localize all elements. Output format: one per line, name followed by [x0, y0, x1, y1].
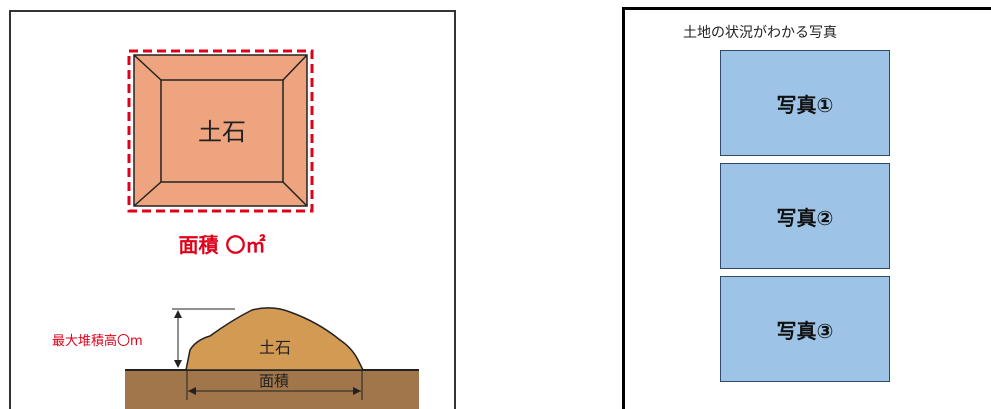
- photo-placeholder-3: 写真③: [720, 276, 890, 382]
- ground-width-label: 面積: [259, 372, 289, 390]
- photos-caption: 土地の状況がわかる写真: [683, 25, 837, 41]
- top-view-label: 土石: [198, 118, 246, 146]
- top-view-inner-rect: [160, 79, 284, 183]
- area-caption: 面積 〇㎡: [179, 233, 266, 257]
- soil-mound: [185, 307, 365, 371]
- top-view-corner-line: [282, 181, 308, 207]
- photo-placeholder-2: 写真②: [720, 163, 890, 269]
- width-arrow-left: [188, 387, 196, 395]
- top-view-corner-line: [133, 54, 162, 81]
- top-view-corner-line: [133, 181, 162, 207]
- top-view-dashed-outline: [127, 49, 314, 213]
- photo-label: 写真③: [776, 318, 834, 343]
- photo-placeholder-1: 写真①: [720, 50, 890, 156]
- max-height-label: 最大堆積高〇m: [52, 333, 143, 349]
- ground-layer: [125, 370, 419, 409]
- height-arrow-top: [174, 310, 182, 318]
- width-arrow-right: [353, 387, 361, 395]
- photo-label: 写真②: [776, 205, 834, 230]
- top-and-section-diagram-panel: [9, 10, 456, 409]
- photo-label: 写真①: [776, 92, 834, 117]
- site-photos-panel: 土地の状況がわかる写真 写真① 写真② 写真③: [622, 7, 991, 409]
- mound-label: 土石: [259, 338, 291, 357]
- height-arrow-bottom: [174, 360, 182, 368]
- top-view-corner-line: [282, 54, 308, 81]
